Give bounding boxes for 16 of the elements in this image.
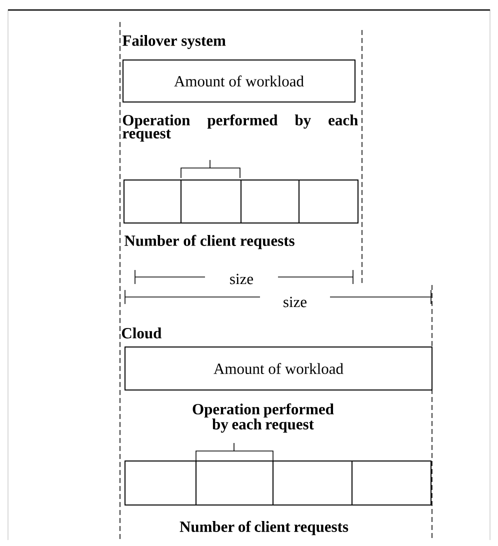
operation-label: Operation performed by each request <box>192 403 334 433</box>
axis-label: Number of client requests <box>124 234 294 250</box>
dimension-label: size <box>284 296 306 308</box>
operation-label: Operation performed by each request <box>122 114 358 142</box>
axis-label: Number of client requests <box>180 520 348 536</box>
workload-box: Amount of workload <box>124 346 432 390</box>
request-cell <box>240 180 300 224</box>
dimension-label: size <box>230 274 253 284</box>
request-cell <box>196 460 274 506</box>
request-cell <box>124 460 196 506</box>
request-cell <box>180 180 242 224</box>
request-cell <box>298 180 358 224</box>
request-cell <box>352 460 432 506</box>
workload-box: Amount of workload <box>122 60 356 102</box>
request-cell <box>272 460 352 506</box>
request-cell <box>124 180 182 224</box>
